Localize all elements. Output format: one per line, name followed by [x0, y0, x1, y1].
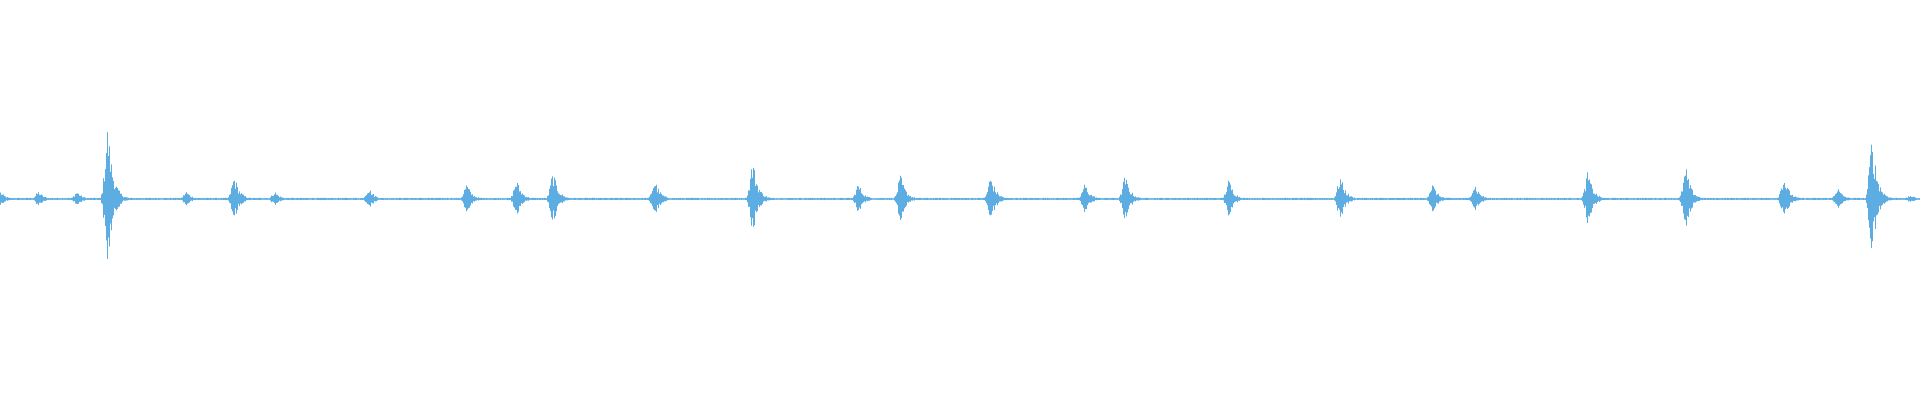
audio-waveform [0, 0, 1920, 400]
waveform-background [0, 0, 1920, 400]
